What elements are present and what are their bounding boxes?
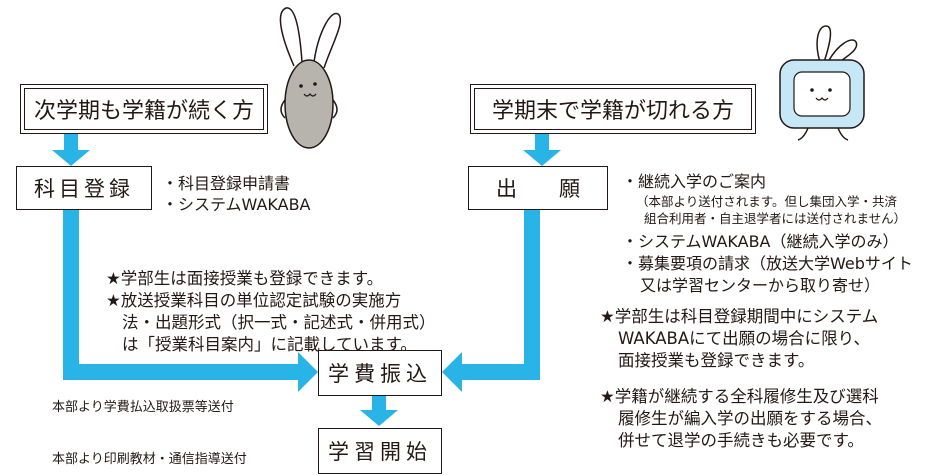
flow-connector: [535, 132, 549, 152]
start-note: 本部より印刷教材・通信指導送付: [52, 452, 247, 467]
flow-connector: [460, 364, 540, 380]
right-note-1: ★学部生は科目登録期間中にシステム: [600, 307, 879, 326]
right-note-6: 併せて退学の手続きも必要です。: [618, 431, 864, 450]
left-arrow-icon: [442, 352, 462, 392]
left-note-1: ★学部生は面接授業も登録できます。: [106, 269, 384, 288]
left-header-title: 次学期も学籍が続く方: [24, 88, 264, 130]
rabbit-mascot-icon: [279, 7, 342, 149]
right-bullet-1: ・継続入学のご案内: [622, 172, 767, 191]
right-bullet-2: ・システムWAKABA（継続入学のみ）: [622, 232, 899, 251]
right-bullet-3: ・募集要項の請求（放送大学Webサイト: [622, 254, 913, 273]
fee-note: 本部より学費払込取扱票等送付: [52, 400, 234, 415]
left-bullet-1: ・科目登録申請書: [162, 174, 291, 193]
left-header-box: 次学期も学籍が続く方: [20, 84, 268, 134]
step-application: 出 願: [468, 166, 608, 210]
right-bullet-3-cont: 又は学習センターから取り寄せ）: [640, 276, 881, 295]
right-bullet-1-sub-2: 組合利用者・自主退学者には送付されません）: [644, 211, 907, 226]
step-course-registration: 科目登録: [16, 166, 152, 210]
right-note-2: WAKABAにて出願の場合に限り、: [618, 329, 870, 348]
right-header-title: 学期末で学籍が切れる方: [474, 88, 752, 130]
right-note-5: 履修生が編入学の出願をする場合、: [618, 409, 882, 428]
right-note-3: 面接授業も登録できます。: [618, 351, 815, 370]
step-study-start: 学習開始: [318, 428, 442, 474]
tv-mascot-icon: [779, 25, 865, 141]
flow-connector: [63, 364, 300, 380]
flow-connector: [372, 396, 386, 412]
down-arrow-icon: [523, 150, 561, 166]
flow-connector: [524, 210, 540, 380]
down-arrow-icon: [52, 150, 90, 166]
right-note-4: ★学籍が継続する全科履修生及び選科: [600, 387, 879, 406]
right-bullet-1-sub-1: （本部より送付されます。但し集団入学・共済: [636, 194, 898, 209]
down-arrow-icon: [360, 410, 398, 426]
right-arrow-icon: [298, 352, 318, 392]
step-fee-payment: 学費振込: [318, 350, 442, 396]
left-bullet-2: ・システムWAKABA: [162, 195, 311, 214]
left-note-4: は「授業科目案内」に記載しています。: [122, 335, 417, 354]
flow-connector: [63, 210, 79, 380]
left-note-3: 法・出題形式（択一式・記述式・併用式）: [122, 313, 436, 332]
flow-connector: [64, 132, 78, 152]
right-header-box: 学期末で学籍が切れる方: [470, 84, 756, 134]
left-note-2: ★放送授業科目の単位認定試験の実施方: [106, 291, 402, 310]
